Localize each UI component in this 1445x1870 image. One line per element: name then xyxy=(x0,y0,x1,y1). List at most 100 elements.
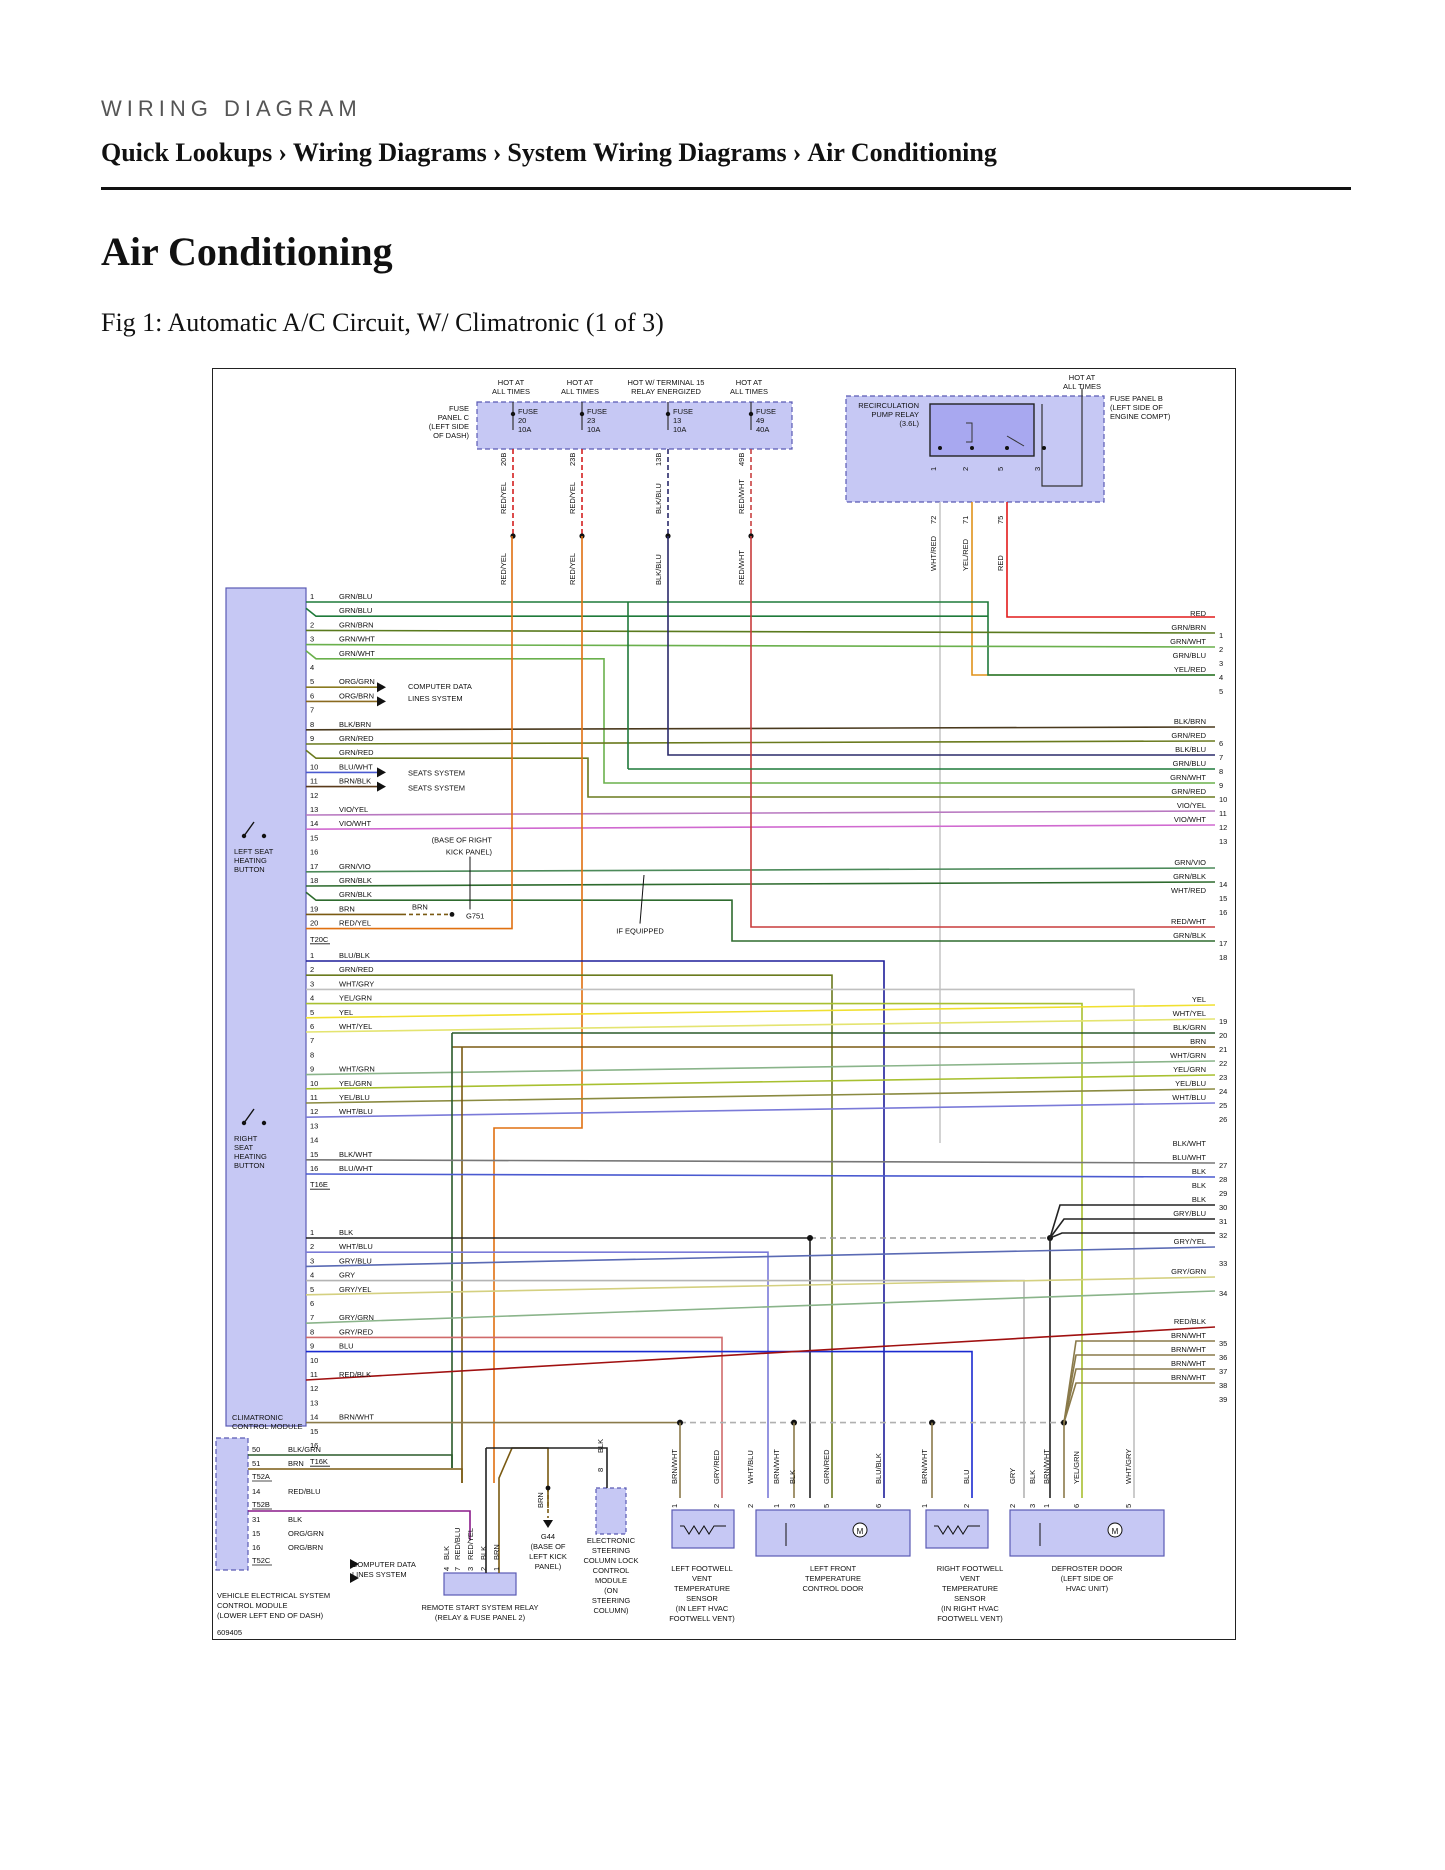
breadcrumb-wiring-diagrams[interactable]: Wiring Diagrams xyxy=(292,138,487,167)
splice-dot xyxy=(241,833,247,839)
component-label: TEMPERATURE xyxy=(942,1584,998,1593)
connector-pin: 2 xyxy=(310,965,314,974)
wires xyxy=(241,388,1216,1583)
ground-label: (BASE OF xyxy=(530,1542,565,1551)
wire xyxy=(306,601,1215,676)
wire xyxy=(305,650,1215,784)
fuse-terminal: 23B xyxy=(568,453,577,466)
wire xyxy=(639,874,645,924)
component-label: TEMPERATURE xyxy=(674,1584,730,1593)
wire xyxy=(306,1251,769,1498)
fuse-label: FUSE xyxy=(518,407,538,416)
right-wire-label: GRN/RED xyxy=(1171,787,1206,796)
connector-wire-label: BLU/WHT xyxy=(339,762,373,771)
splice-dot xyxy=(970,446,974,450)
component-label: VENT xyxy=(692,1574,712,1583)
resistor-symbol xyxy=(934,1525,980,1535)
breadcrumb-separator: › xyxy=(278,138,287,167)
connector-wire-label: GRN/RED xyxy=(339,748,374,757)
right-wire-label: BRN/WHT xyxy=(1171,1345,1206,1354)
connector-wire-label: YEL/GRN xyxy=(339,994,372,1003)
component-label: (IN RIGHT HVAC xyxy=(941,1604,999,1613)
connector-name: T52B xyxy=(252,1500,270,1509)
right-wire-number: 38 xyxy=(1219,1381,1227,1390)
arrow-head xyxy=(377,696,386,707)
connector-wire-label: BRN xyxy=(288,1459,304,1468)
vehicle-module-label: VEHICLE ELECTRICAL SYSTEM xyxy=(217,1591,330,1600)
annotation-label: KICK PANEL) xyxy=(446,847,493,856)
relay-label: RECIRCULATION xyxy=(858,401,919,410)
connector-name: T16E xyxy=(310,1180,328,1189)
relay-terminal: 71 xyxy=(961,516,970,524)
connector-wire-label: WHT/GRY xyxy=(339,979,374,988)
connector-pin: 1 xyxy=(310,951,314,960)
fuse-terminal: 20B xyxy=(499,453,508,466)
connector-pin: 2 xyxy=(310,1242,314,1251)
fuse-label: FUSE xyxy=(587,407,607,416)
breadcrumb-quick-lookups[interactable]: Quick Lookups xyxy=(101,138,273,167)
splice-dot xyxy=(579,411,585,417)
right-wire-number: 16 xyxy=(1219,908,1227,917)
connector-pin: 15 xyxy=(310,833,318,842)
component-label: ELECTRONIC xyxy=(587,1536,636,1545)
wire xyxy=(305,643,1216,648)
wire xyxy=(243,1108,255,1124)
figure-caption: Fig 1: Automatic A/C Circuit, W/ Climatr… xyxy=(101,308,664,337)
fuse-label: 10A xyxy=(587,425,600,434)
wire xyxy=(305,1018,1216,1033)
right-wire-label: YEL/BLU xyxy=(1175,1079,1206,1088)
connector-wire-label: BRN/BLK xyxy=(339,777,371,786)
right-wire-number: 18 xyxy=(1219,953,1227,962)
connector-wire-label: BLU xyxy=(339,1342,354,1351)
right-wire-label: GRN/BRN xyxy=(1171,623,1206,632)
right-wire-number: 23 xyxy=(1219,1073,1227,1082)
wire xyxy=(243,821,255,837)
right-wire-number: 28 xyxy=(1219,1175,1227,1184)
right-wire-label: GRN/RED xyxy=(1171,731,1206,740)
connector-pin: 5 xyxy=(310,677,314,686)
relay-label: PUMP RELAY xyxy=(871,410,919,419)
fuse-label: FUSE xyxy=(673,407,693,416)
connector-pin: 9 xyxy=(310,1065,314,1074)
connector-wire-label: YEL/GRN xyxy=(1072,1451,1081,1484)
motor-label: M xyxy=(1112,1527,1119,1536)
wire xyxy=(305,881,1216,887)
wire xyxy=(493,536,583,1483)
connector-pin: 2 xyxy=(479,1567,488,1571)
diagram-id: 609405 xyxy=(217,1628,242,1637)
connector-pin: 6 xyxy=(310,1299,314,1308)
wire xyxy=(966,422,973,443)
right-wire-label: WHT/YEL xyxy=(1173,1009,1206,1018)
seat-heating-button-label: HEATING xyxy=(234,856,267,865)
connector-wire-label: BLU xyxy=(962,1469,971,1484)
connector-pin: 1 xyxy=(310,592,314,601)
connector-wire-label: GRN/WHT xyxy=(339,649,375,658)
vehicle-module-label: (LOWER LEFT END OF DASH) xyxy=(217,1611,324,1620)
connector-pin: 1 xyxy=(920,1504,929,1508)
connector-wire-label: RED/YEL xyxy=(466,1528,475,1560)
right-wire-number: 19 xyxy=(1219,1017,1227,1026)
connector-pin: 8 xyxy=(596,1468,605,1472)
connector-wire-label: GRN/RED xyxy=(822,1449,831,1484)
connector-wire-label: ORG/GRN xyxy=(288,1529,324,1538)
connector-pin: 1 xyxy=(772,1504,781,1508)
splice-dot xyxy=(510,411,516,417)
right-wire-label: GRN/BLK xyxy=(1173,931,1206,940)
wire xyxy=(1049,1218,1215,1239)
breadcrumb-system-wiring-diagrams[interactable]: System Wiring Diagrams xyxy=(507,138,787,167)
breadcrumb-air-conditioning[interactable]: Air Conditioning xyxy=(807,138,997,167)
wire xyxy=(306,988,1135,1498)
connector-wire-label: BRN/WHT xyxy=(670,1449,679,1484)
wire xyxy=(750,536,1215,928)
connector-pin: 11 xyxy=(310,1093,318,1102)
connector-wire-label: GRN/BLU xyxy=(339,592,372,601)
splice-dot xyxy=(545,1485,551,1491)
vehicle-electrical-system-module xyxy=(215,1437,249,1571)
connector-wire-label: WHT/BLU xyxy=(339,1242,373,1251)
connector-wire-label: BLU/BLK xyxy=(339,951,370,960)
right-wire-label: VIO/YEL xyxy=(1177,801,1206,810)
connector-pin: 4 xyxy=(310,994,314,1003)
connector-wire-label: YEL/BLU xyxy=(339,1093,370,1102)
wire xyxy=(486,1447,608,1488)
splice-dot xyxy=(510,533,516,539)
